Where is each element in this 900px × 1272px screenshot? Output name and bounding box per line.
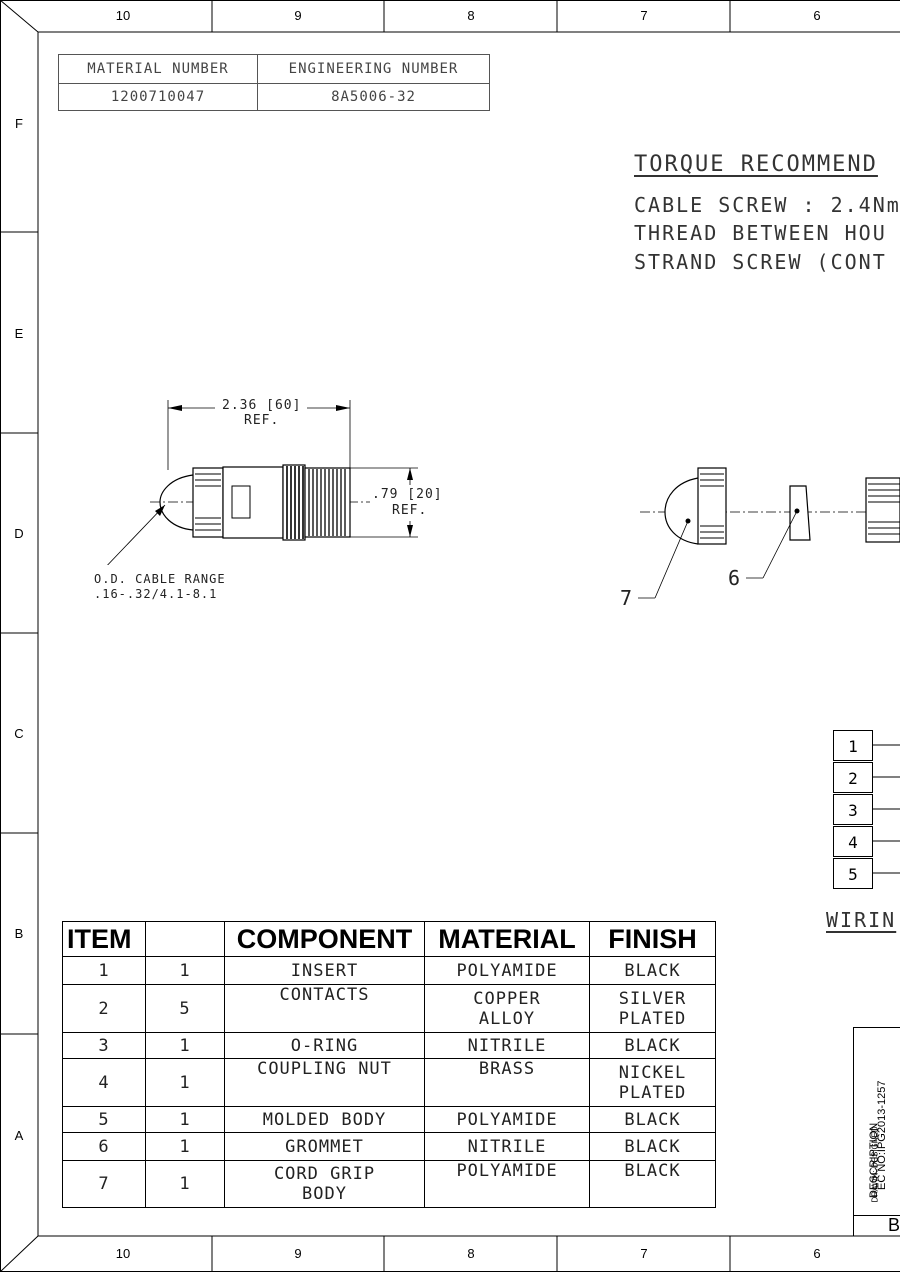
- torque-line-3: STRAND SCREW (CONT: [634, 250, 887, 274]
- torque-title: TORQUE RECOMMEND: [634, 152, 878, 177]
- bom-material: COPPER ALLOY: [424, 984, 590, 1033]
- bom-header-row: ITEM COMPONENT MATERIAL FINISH: [62, 921, 716, 957]
- zone-row-a: A: [14, 1128, 24, 1143]
- engineering-number-value: 8A5006-32: [257, 83, 490, 111]
- wiring-pin-1: 1: [833, 730, 873, 761]
- bom-qty: 1: [145, 1032, 225, 1059]
- bom-header-item: ITEM: [62, 921, 146, 957]
- table-row: 7 1 CORD GRIP BODY POLYAMIDE BLACK: [62, 1160, 716, 1208]
- bom-qty: 1: [145, 1058, 225, 1107]
- title-block-drawn: DRAWN: DESIGNED: [870, 1126, 880, 1203]
- bom-finish: BLACK: [589, 1132, 716, 1161]
- wiring-pin-5: 5: [833, 858, 873, 889]
- zone-col-9-top: 9: [294, 8, 302, 23]
- bom-material: BRASS: [424, 1058, 590, 1107]
- table-row: 2 5 CONTACTS COPPER ALLOY SILVER PLATED: [62, 984, 716, 1033]
- wiring-diagram: 1 2 3 4 5: [833, 730, 900, 895]
- bom-finish: SILVER PLATED: [589, 984, 716, 1033]
- bom-qty: 1: [145, 1160, 225, 1208]
- bom-header-material: MATERIAL: [424, 921, 590, 957]
- bom-item: 4: [62, 1058, 146, 1107]
- zone-row-d: D: [14, 526, 24, 541]
- title-block-size: B: [888, 1215, 900, 1235]
- diameter-dimension: .79 [20]: [372, 487, 443, 502]
- bom-component: CONTACTS: [224, 984, 425, 1033]
- bom-component: CORD GRIP BODY: [224, 1160, 425, 1208]
- zone-col-10-bottom: 10: [115, 1246, 131, 1261]
- bom-material: POLYAMIDE: [424, 1106, 590, 1133]
- zone-col-6-top: 6: [813, 8, 821, 23]
- zone-row-e: E: [14, 326, 24, 341]
- cable-range-value: .16-.32/4.1-8.1: [94, 587, 218, 601]
- title-block: B DESCRIPTION EC NO:IPG2013-1257 DRAWN: …: [853, 1027, 900, 1236]
- title-block-size-cell: [854, 1215, 900, 1237]
- bom-component: GROMMET: [224, 1132, 425, 1161]
- bom-header-component: COMPONENT: [224, 921, 425, 957]
- bom-item: 7: [62, 1160, 146, 1208]
- bom-material: POLYAMIDE: [424, 1160, 590, 1208]
- zone-col-10-top: 10: [115, 8, 131, 23]
- bom-material: POLYAMIDE: [424, 956, 590, 985]
- length-ref: REF.: [244, 413, 280, 428]
- zone-col-9-bottom: 9: [294, 1246, 302, 1261]
- bom-material: NITRILE: [424, 1132, 590, 1161]
- bom-qty: 1: [145, 956, 225, 985]
- table-row: 1 1 INSERT POLYAMIDE BLACK: [62, 956, 716, 985]
- bom-finish: BLACK: [589, 956, 716, 985]
- bom-item: 6: [62, 1132, 146, 1161]
- table-row: 4 1 COUPLING NUT BRASS NICKEL PLATED: [62, 1058, 716, 1107]
- wiring-leads: [873, 744, 900, 874]
- zone-row-b: B: [14, 926, 24, 941]
- zone-col-7-bottom: 7: [640, 1246, 648, 1261]
- table-row: 3 1 O-RING NITRILE BLACK: [62, 1032, 716, 1059]
- wiring-label: WIRIN: [826, 908, 897, 932]
- bom-header-finish: FINISH: [589, 921, 716, 957]
- table-row: 6 1 GROMMET NITRILE BLACK: [62, 1132, 716, 1161]
- bom-item: 3: [62, 1032, 146, 1059]
- part-number-table: MATERIAL NUMBER ENGINEERING NUMBER 12007…: [58, 54, 490, 111]
- bom-component: COUPLING NUT: [224, 1058, 425, 1107]
- bom-item: 1: [62, 956, 146, 985]
- wiring-pin-3: 3: [833, 794, 873, 825]
- diameter-ref: REF.: [392, 503, 428, 518]
- torque-line-1: CABLE SCREW : 2.4Nm: [634, 193, 900, 217]
- bom-component: O-RING: [224, 1032, 425, 1059]
- zone-col-7-top: 7: [640, 8, 648, 23]
- bom-item: 5: [62, 1106, 146, 1133]
- bom-component: INSERT: [224, 956, 425, 985]
- zone-col-8-top: 8: [467, 8, 475, 23]
- wiring-pin-4: 4: [833, 826, 873, 857]
- cable-range-label: O.D. CABLE RANGE: [94, 572, 226, 586]
- bom-header-qty: [145, 921, 225, 957]
- bom-qty: 5: [145, 984, 225, 1033]
- assembled-connector-view: [107, 399, 448, 565]
- wiring-pin-2: 2: [833, 762, 873, 793]
- bom-material: NITRILE: [424, 1032, 590, 1059]
- zone-row-f: F: [15, 116, 23, 131]
- bill-of-materials: ITEM COMPONENT MATERIAL FINISH 1 1 INSER…: [62, 921, 716, 1208]
- torque-line-2: THREAD BETWEEN HOU: [634, 221, 887, 245]
- bom-finish: BLACK: [589, 1106, 716, 1133]
- zone-row-c: C: [14, 726, 24, 741]
- table-row: 5 1 MOLDED BODY POLYAMIDE BLACK: [62, 1106, 716, 1133]
- zone-col-6-bottom: 6: [813, 1246, 821, 1261]
- balloon-6: 6: [728, 566, 742, 590]
- exploded-view: [638, 467, 900, 599]
- bom-qty: 1: [145, 1132, 225, 1161]
- bom-item: 2: [62, 984, 146, 1033]
- balloon-7: 7: [620, 586, 634, 610]
- bom-finish: BLACK: [589, 1032, 716, 1059]
- bom-finish: BLACK: [589, 1160, 716, 1208]
- bom-finish: NICKEL PLATED: [589, 1058, 716, 1107]
- material-number-header: MATERIAL NUMBER: [58, 54, 258, 84]
- engineering-number-header: ENGINEERING NUMBER: [257, 54, 490, 84]
- material-number-value: 1200710047: [58, 83, 258, 111]
- bom-component: MOLDED BODY: [224, 1106, 425, 1133]
- zone-col-8-bottom: 8: [467, 1246, 475, 1261]
- length-dimension: 2.36 [60]: [222, 398, 302, 413]
- bom-qty: 1: [145, 1106, 225, 1133]
